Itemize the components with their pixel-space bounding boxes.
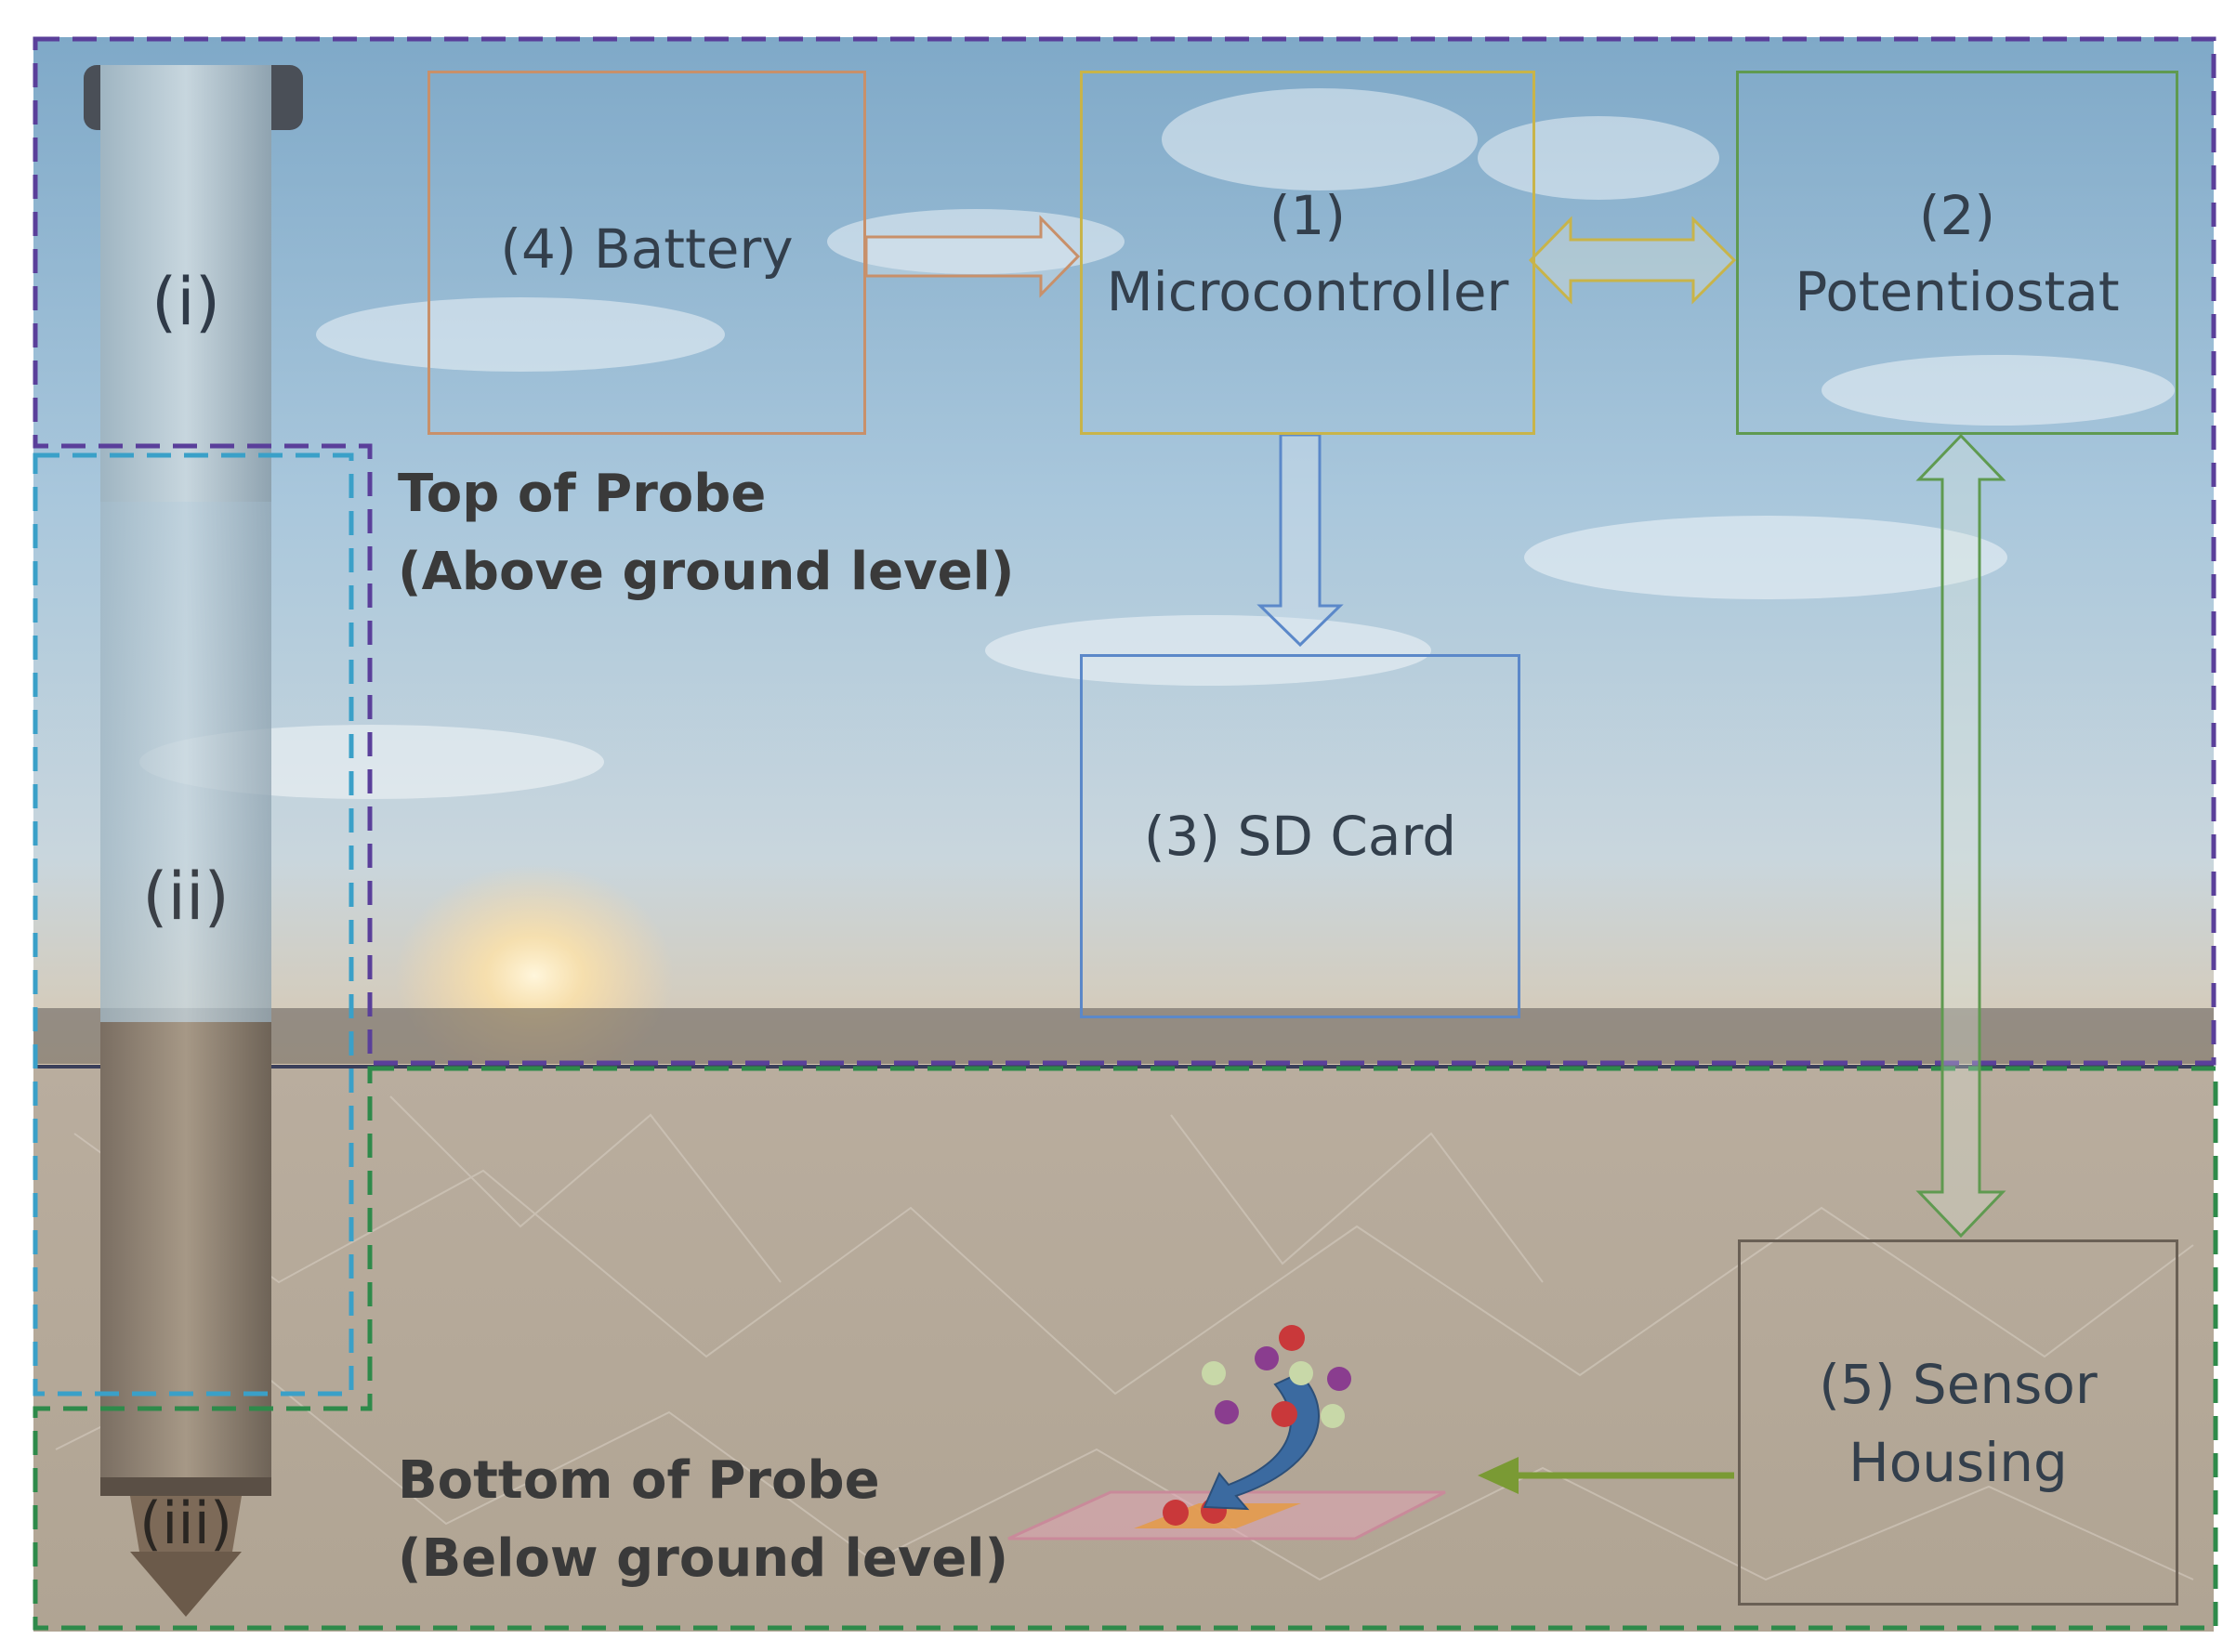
sensor-housing-label-line2: Housing xyxy=(1848,1431,2068,1494)
potentiostat-box xyxy=(1736,71,2178,435)
sensor-to-surface-arrow xyxy=(1478,1457,1734,1494)
top-region-label-line1: Top of Probe xyxy=(398,464,767,524)
battery-label: (4) Battery xyxy=(500,217,794,281)
sensor-surface-illustration xyxy=(1007,1325,1446,1541)
sd-card-label: (3) SD Card xyxy=(1143,805,1457,868)
microcontroller-potentiostat-arrow xyxy=(1528,216,1737,305)
sky xyxy=(33,37,2214,1065)
ground-texture xyxy=(55,1095,2194,1581)
microcontroller-number: (1) xyxy=(1269,184,1347,247)
battery-to-microcontroller-arrow xyxy=(864,215,1081,298)
probe-illustration xyxy=(84,65,303,1617)
microcontroller-box xyxy=(1080,71,1535,435)
probe-middle-label: (ii) xyxy=(142,859,230,935)
probe-bottom-label: (iii) xyxy=(138,1489,233,1557)
bottom-region-border xyxy=(33,1066,2218,1631)
bottom-region-label-line1: Bottom of Probe xyxy=(398,1450,880,1511)
probe-top-label: (i) xyxy=(151,264,221,340)
potentiostat-label: Potentiostat xyxy=(1795,260,2120,323)
probe-middle-region-border xyxy=(33,452,354,1396)
microcontroller-to-sdcard-arrow xyxy=(1256,433,1344,648)
potentiostat-sensor-arrow xyxy=(1915,433,2006,1239)
sd-card-box xyxy=(1080,654,1520,1018)
potentiostat-number: (2) xyxy=(1918,184,1996,247)
sensor-housing-box xyxy=(1738,1239,2178,1606)
bottom-region-label-line2: (Below ground level) xyxy=(398,1528,1009,1589)
top-region-border xyxy=(33,36,2216,1066)
top-region-label-line2: (Above ground level) xyxy=(398,542,1015,602)
sensor-housing-label-line1: (5) Sensor xyxy=(1819,1353,2098,1416)
battery-box xyxy=(427,71,866,435)
microcontroller-label: Microcontroller xyxy=(1106,260,1509,323)
